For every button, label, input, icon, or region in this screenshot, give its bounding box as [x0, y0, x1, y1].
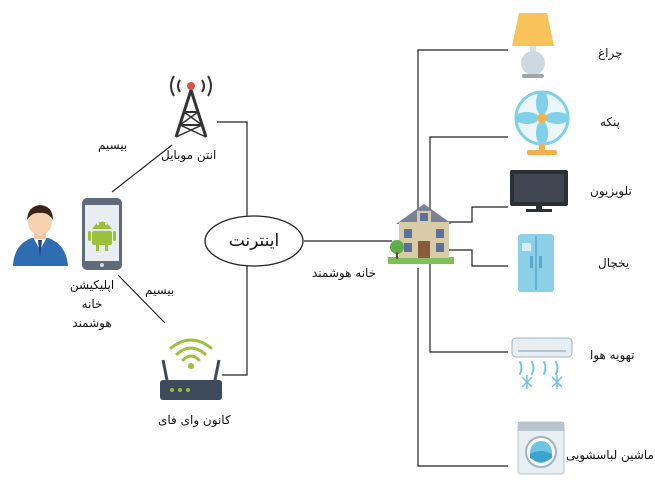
internet-hub-ellipse: [204, 215, 304, 267]
line-router-internet: [222, 265, 248, 376]
device-label-washer: ماشین لباسشویی: [566, 448, 654, 462]
wifi-router-icon: [160, 338, 222, 400]
app-label: اپلیکیشن خانه هوشمند: [62, 276, 122, 333]
wifi-router-label: کانون وای فای: [158, 413, 231, 427]
line-house-fridge: [450, 249, 508, 267]
lamp-icon: [512, 13, 554, 78]
washing-machine-icon: [517, 421, 565, 475]
fridge-icon: [518, 234, 554, 292]
smart-home-label: خانه هوشمند: [312, 266, 377, 280]
tv-icon: [510, 170, 568, 212]
line-phone-router: [117, 274, 166, 324]
snowflake-icon: [521, 375, 563, 389]
app-label-line-2: خانه: [81, 297, 103, 311]
device-label-tv: تلویزیون: [590, 184, 632, 198]
line-house-washer: [417, 268, 508, 467]
internet-hub-label: اینترنت: [228, 231, 280, 251]
android-icon: [88, 221, 116, 251]
device-label-fridge: یخچال: [598, 256, 630, 270]
air-conditioner-icon: [511, 337, 573, 389]
device-label-fan: پنکه: [600, 115, 621, 129]
fan-icon: [514, 90, 570, 155]
line-house-fan: [429, 136, 508, 223]
wireless-label-top: بیسیم: [98, 138, 128, 152]
wireless-label-bottom: بیسیم: [145, 283, 175, 297]
cell-tower-icon: [170, 75, 212, 138]
app-label-line-3: هوشمند: [72, 316, 112, 330]
mobile-antenna-label: انتن موبایل: [161, 148, 217, 162]
line-house-lamp: [417, 49, 508, 213]
line-phone-tower: [111, 144, 173, 193]
smart-house-icon: [388, 204, 454, 264]
app-label-line-1: اپلیکیشن: [69, 278, 115, 292]
line-house-tv: [450, 206, 508, 223]
smartphone-icon: [82, 198, 122, 270]
line-tower-internet: [217, 121, 248, 216]
line-house-ac: [429, 249, 508, 353]
user-avatar-icon: [13, 205, 68, 266]
device-label-lamp: چراغ: [598, 46, 623, 60]
device-label-ac: تهویه هوا: [590, 348, 635, 362]
